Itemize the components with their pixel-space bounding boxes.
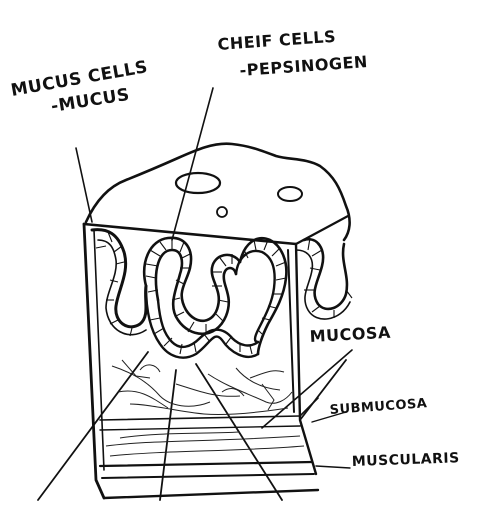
- bottom-leader-middle: [160, 370, 176, 500]
- muscularis-label: MUSCULARIS: [352, 450, 460, 470]
- mucosa-label: MUCOSA: [309, 323, 391, 346]
- muscularis-leader: [316, 466, 350, 468]
- submucosa-layer: [100, 360, 318, 430]
- mucus-cells-leader: [76, 148, 92, 222]
- chief-cells-label: CHEIF CELLS -PEPSINOGEN: [217, 27, 368, 80]
- pit-opening-right: [278, 187, 302, 201]
- mucus-cells-label: MUCUS CELLS -MUCUS: [9, 57, 149, 117]
- tissue-block-outline: [84, 144, 350, 498]
- submucosa-label: SUBMUCOSA: [329, 396, 428, 418]
- gastric-pit-openings: [176, 173, 302, 217]
- chief-cells-leader: [172, 88, 213, 240]
- chief-cells-title: CHEIF CELLS: [217, 27, 337, 54]
- pit-opening-large: [176, 173, 220, 193]
- pit-opening-small: [217, 207, 227, 217]
- chief-cells-secretion: -PEPSINOGEN: [239, 52, 368, 80]
- muscularis-layer: [100, 432, 318, 498]
- blood-vessels: [112, 360, 292, 415]
